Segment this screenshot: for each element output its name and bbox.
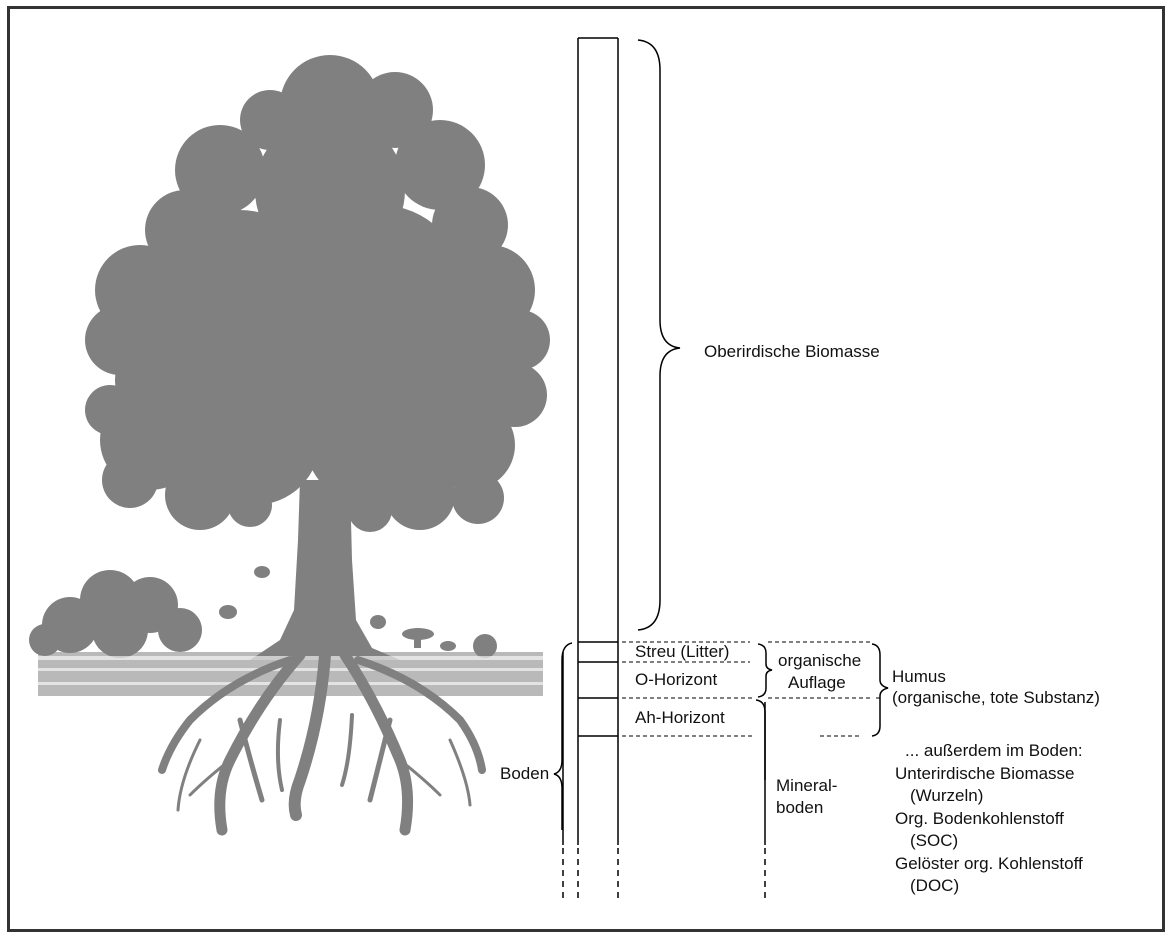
tree-roots bbox=[158, 649, 486, 836]
brace-organic-layer bbox=[757, 643, 773, 698]
tree-trunk bbox=[250, 480, 400, 660]
label-doc-abbr: (DOC) bbox=[910, 876, 960, 895]
falling-leaf bbox=[370, 615, 386, 629]
label-mineral-line1: Mineral- bbox=[776, 776, 838, 795]
label-roots: (Wurzeln) bbox=[910, 786, 984, 805]
label-mineral-line2: boden bbox=[776, 798, 824, 817]
label-organic-layer-line2: Auflage bbox=[788, 673, 846, 692]
label-belowground-biomass: Unterirdische Biomasse bbox=[895, 764, 1075, 783]
label-ah-horizon: Ah-Horizont bbox=[635, 708, 725, 727]
label-soil: Boden bbox=[500, 764, 550, 783]
label-humus-line2: (organische, tote Substanz) bbox=[892, 688, 1100, 707]
bush bbox=[29, 570, 202, 658]
label-soc-abbr: (SOC) bbox=[910, 831, 959, 850]
label-litter: Streu (Litter) bbox=[635, 642, 730, 661]
dashed-continuations bbox=[562, 848, 766, 900]
label-doc: Gelöster org. Kohlenstoff bbox=[895, 854, 1083, 873]
label-soc: Org. Bodenkohlenstoff bbox=[895, 809, 1064, 828]
profile-column bbox=[562, 37, 766, 845]
label-also-title: ... außerdem im Boden: bbox=[905, 741, 1083, 760]
falling-leaf bbox=[219, 605, 237, 619]
brace-humus bbox=[871, 643, 889, 737]
brace-soil bbox=[553, 642, 573, 830]
tree-crown bbox=[85, 55, 550, 532]
horizon-dashed-lines bbox=[622, 641, 880, 737]
label-above-ground-biomass: Oberirdische Biomasse bbox=[704, 342, 880, 361]
diagram-frame bbox=[7, 6, 1165, 932]
tree-illustration bbox=[29, 55, 550, 696]
braces bbox=[553, 39, 889, 830]
brace-mineral bbox=[755, 699, 766, 780]
label-humus-line1: Humus bbox=[892, 667, 946, 686]
mushroom bbox=[440, 641, 456, 651]
falling-leaf bbox=[254, 566, 270, 578]
brace-above-ground bbox=[637, 39, 681, 631]
label-organic-layer-line1: organische bbox=[778, 651, 862, 670]
label-o-horizon: O-Horizont bbox=[635, 670, 718, 689]
